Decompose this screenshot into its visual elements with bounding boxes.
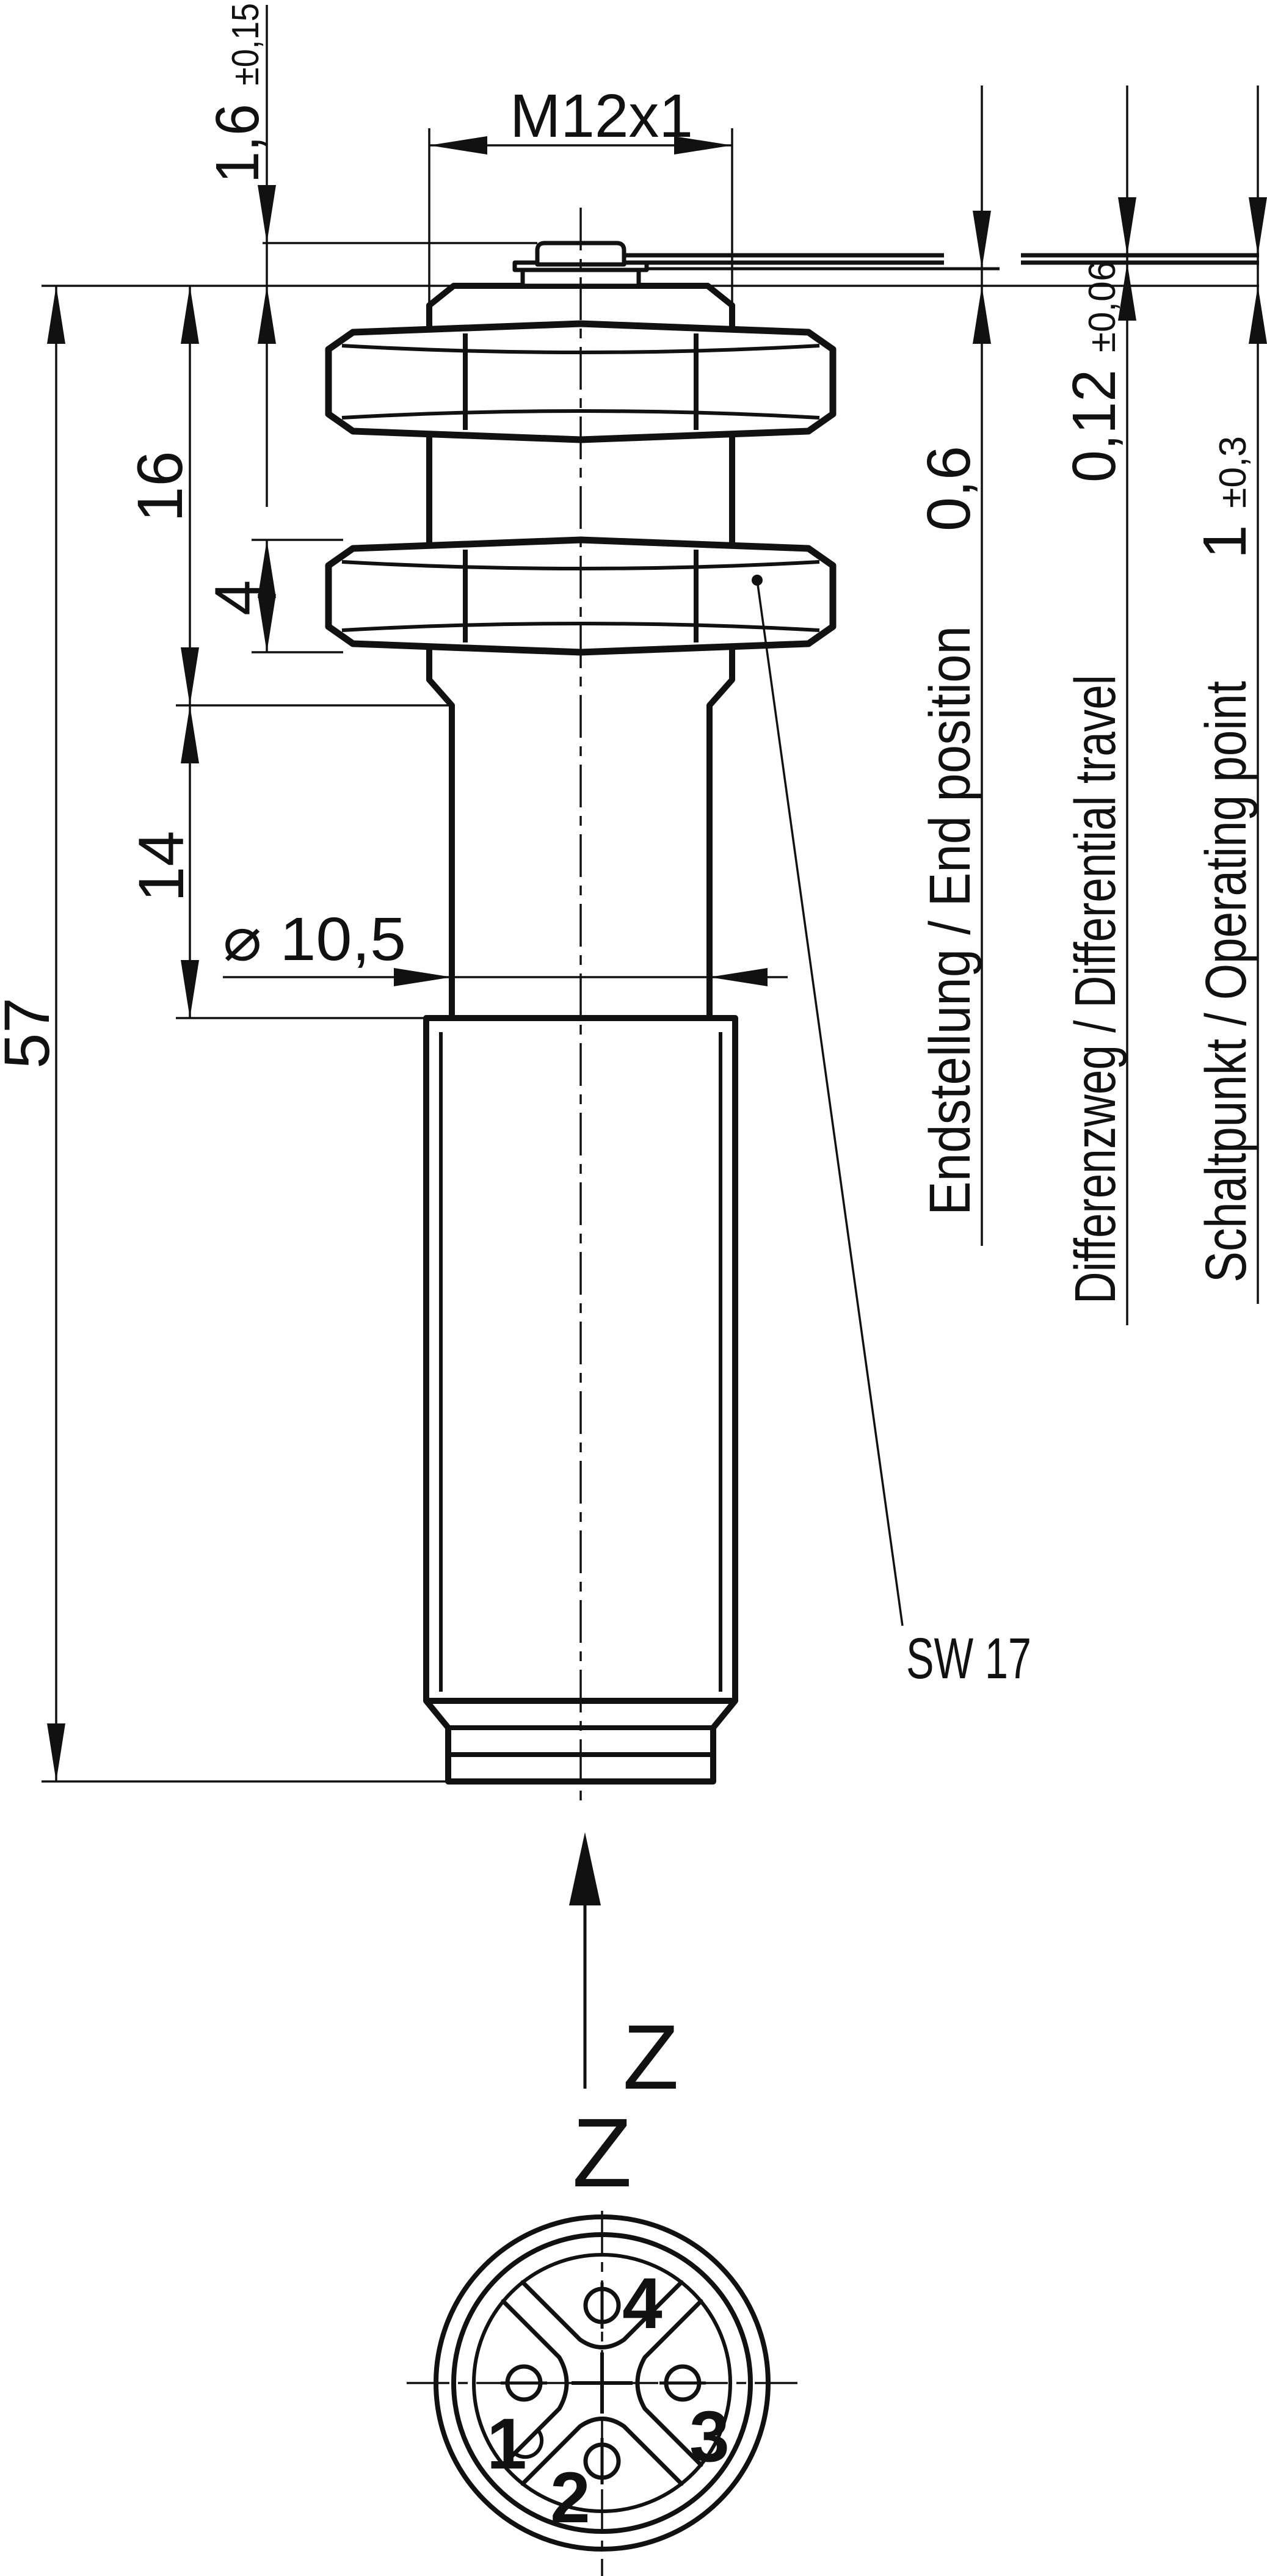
differential-travel-value: 0,12: [1060, 369, 1128, 482]
locknut-height-value: 4: [202, 580, 274, 616]
axis-label: Z: [623, 2006, 679, 2108]
pin-4-label: 4: [622, 2263, 663, 2344]
separator-top-pocket: [520, 2280, 684, 2349]
contact-separator: [501, 2280, 703, 2486]
end-position-label: Endstellung / End position: [918, 626, 982, 1215]
dim-diameter: ⌀ 10,5: [223, 905, 788, 986]
protrusion-tolerance: ±0,15: [225, 3, 267, 86]
thread-dimension-label: M12x1: [510, 82, 693, 150]
marker-end-position: 0,6 Endstellung / End position: [915, 86, 991, 1246]
arrowhead: [394, 968, 452, 986]
connector-middle-ring: [451, 2232, 753, 2534]
dim-thread: M12x1: [429, 82, 732, 155]
axis-arrow: Z: [569, 1832, 679, 2108]
plunger-cap: [535, 241, 626, 267]
protrusion-value: 1,6: [203, 104, 272, 183]
shaft-length-value: 14: [126, 831, 197, 902]
differential-travel-label: Differenzweg / Differential travel: [1063, 675, 1128, 1304]
arrowhead: [258, 594, 276, 652]
differential-travel-tolerance: ±0,06: [1081, 261, 1124, 352]
arrowhead: [47, 1723, 65, 1781]
operating-point-value: 1: [1191, 525, 1259, 559]
arrowhead: [1249, 286, 1267, 344]
view-label: Z: [572, 2098, 632, 2207]
arrowhead: [181, 705, 199, 763]
connector-outer-ring: [434, 2214, 771, 2552]
pin-2-label: 2: [550, 2458, 590, 2538]
dim-protrusion: 1,6 ±0,15: [203, 3, 276, 507]
coding-notch: [514, 2429, 544, 2459]
arrowhead: [710, 968, 768, 986]
dim-locknut-height: 4: [202, 540, 276, 652]
marker-differential-travel: 0,12 ±0,06 Differenzweg / Differential t…: [1060, 86, 1136, 1325]
arrowhead: [973, 211, 991, 269]
arrowhead: [47, 286, 65, 344]
end-position-value: 0,6: [915, 446, 983, 531]
switching-levels: [624, 253, 1259, 271]
leader-line: [756, 580, 904, 1626]
arrowhead: [258, 286, 276, 344]
arrowhead: [429, 136, 487, 155]
connector-pins: 1 2 3 4: [487, 2263, 730, 2538]
arrowhead: [258, 540, 276, 598]
dim-shaft-length: 14: [126, 705, 199, 1018]
arrowhead: [1118, 197, 1136, 255]
wrench-callout: SW 17: [752, 575, 1031, 1691]
dim-thread-length: 16: [125, 286, 199, 705]
arrowhead: [258, 185, 276, 243]
arrowhead: [674, 136, 732, 155]
dim-total-length: 57: [0, 286, 65, 1781]
main-view: [42, 128, 1259, 1802]
marker-operating-point: 1 ±0,3 Schaltpunkt / Operating point: [1191, 86, 1267, 1304]
switch-body: [325, 208, 837, 1802]
arrowhead: [181, 960, 199, 1018]
nut-chamfer-curve: [341, 622, 820, 632]
separator-right-pocket: [635, 2299, 703, 2467]
wrench-size-label: SW 17: [906, 1626, 1031, 1691]
arrowhead: [181, 286, 199, 344]
arrowhead: [1118, 263, 1136, 321]
arrowhead: [973, 286, 991, 344]
nut-chamfer-curve: [341, 409, 820, 420]
connector-view: Z 1 2 3 4: [407, 2098, 797, 2576]
arrowhead: [181, 647, 199, 705]
arrowhead: [1249, 197, 1267, 255]
operating-point-tolerance: ±0,3: [1212, 436, 1254, 508]
shaft-diameter-label: ⌀ 10,5: [223, 905, 406, 973]
separator-left-pocket: [501, 2299, 569, 2467]
connector-inner-ring: [472, 2253, 732, 2513]
thread-length-value: 16: [125, 451, 196, 522]
pin-3-label: 3: [689, 2396, 730, 2477]
total-length-value: 57: [0, 997, 63, 1069]
plunger: [512, 241, 649, 288]
pin-1-label: 1: [487, 2404, 527, 2484]
operating-point-label: Schaltpunkt / Operating point: [1194, 681, 1258, 1283]
separator-bottom-pocket: [520, 2417, 684, 2486]
axis-arrowhead: [569, 1832, 601, 1905]
